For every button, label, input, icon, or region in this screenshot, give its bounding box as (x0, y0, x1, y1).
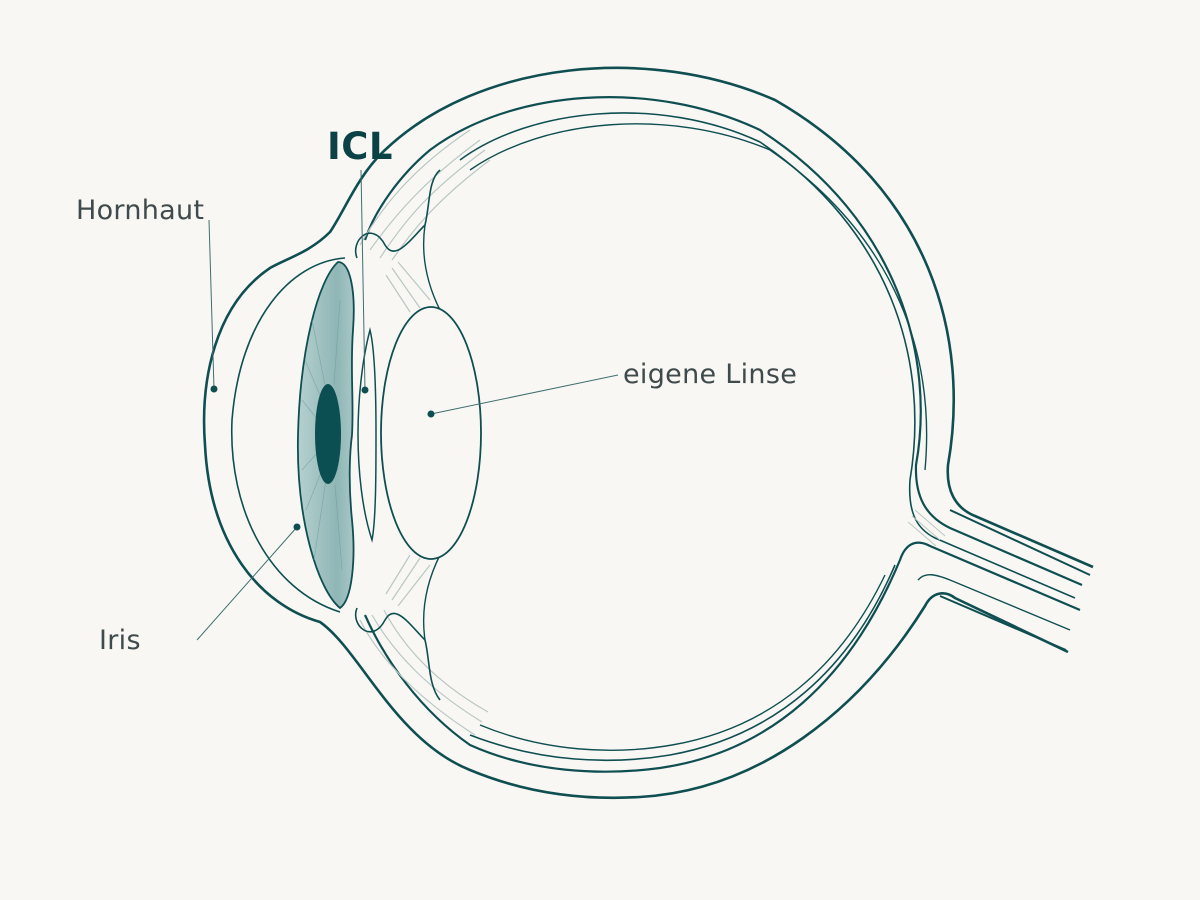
optic-nerve-fibers (907, 509, 946, 547)
zonule-lower (422, 554, 441, 641)
ciliary-process-lower (354, 607, 441, 701)
icl-implant (357, 329, 377, 543)
ciliary-body-lower (359, 554, 489, 736)
iris-dot (293, 523, 301, 531)
choroid-layer (459, 112, 1076, 762)
cornea-leader (208, 219, 215, 390)
leader-dots (210, 385, 435, 531)
ciliary-body-upper (359, 129, 491, 313)
icl-label: ICL (327, 125, 393, 168)
sclera-outer (202, 66, 1094, 800)
lens-dot (427, 410, 435, 418)
lens-leader (430, 374, 619, 415)
sclera-inner (363, 96, 1083, 773)
retina-layer (469, 123, 1071, 751)
icl-leader (360, 169, 366, 391)
optic-nerve-bottom (939, 595, 1067, 651)
pupil (315, 384, 341, 484)
zonule-upper (422, 224, 441, 311)
iris-leader (196, 526, 298, 641)
cornea-inner (230, 257, 346, 613)
iris-label: Iris (99, 625, 141, 656)
natural-lens (380, 306, 482, 560)
optic-nerve-top (949, 509, 1091, 576)
icl-dot (361, 386, 369, 394)
cornea-label: Hornhaut (76, 195, 205, 226)
iris-texture (301, 299, 343, 571)
cornea-dot (210, 385, 218, 393)
natural-lens-label: eigene Linse (623, 359, 798, 390)
ciliary-process-upper (354, 169, 441, 259)
leader-lines (196, 169, 619, 641)
